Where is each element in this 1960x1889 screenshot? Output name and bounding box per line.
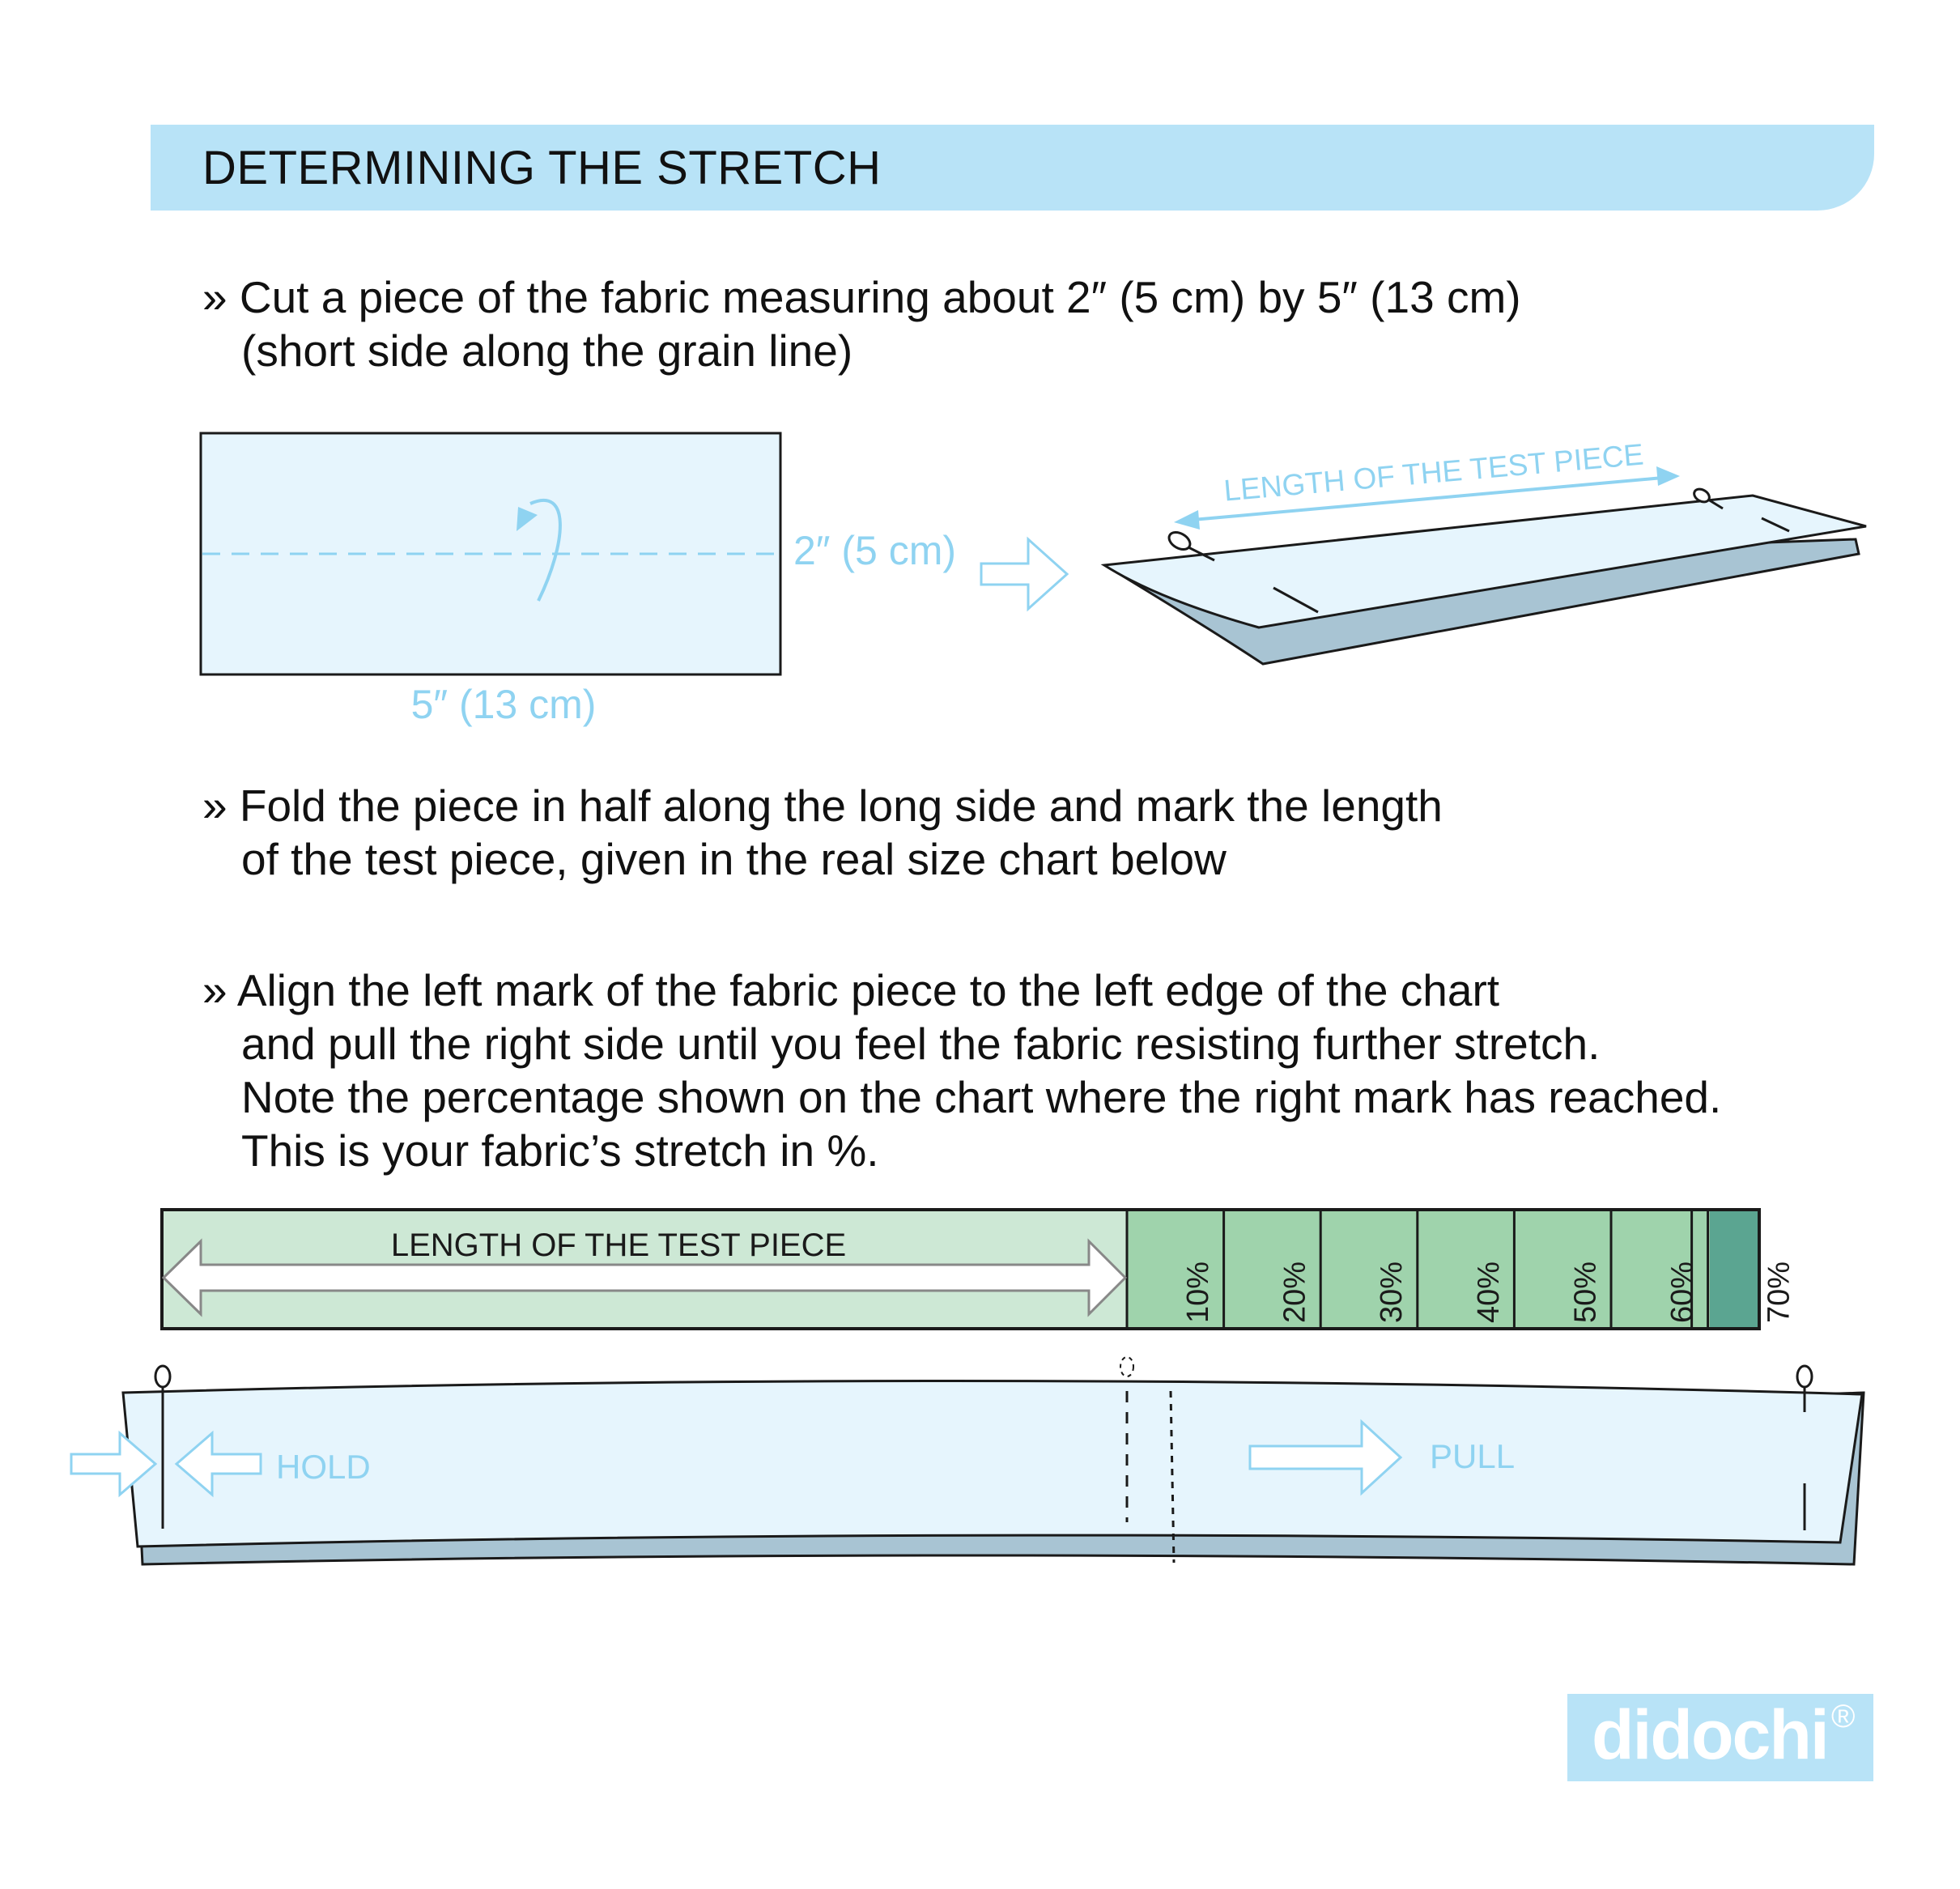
instruction-fold: » Fold the piece in half along the long … [202,779,1443,886]
percent-label: 40% [1472,1261,1506,1323]
stretched-mark-dotted [1169,1390,1176,1564]
instruction-line: » Fold the piece in half along the long … [202,781,1443,831]
hold-label: HOLD [276,1448,371,1486]
percent-label: 10% [1181,1261,1215,1323]
double-arrow-icon [161,1238,1128,1317]
brand-logo: didochi ® [1567,1694,1873,1781]
chart-dividers [1125,1210,1710,1329]
instruction-line: This is your fabric’s stretch in %. [241,1125,879,1176]
fold-arrowhead-icon [517,507,538,531]
pin-outline-icon [1120,1356,1134,1377]
percent-label: 60% [1665,1261,1699,1323]
chart-max-band [1710,1210,1758,1330]
chart-length-label: LENGTH OF THE TEST PIECE [391,1227,846,1263]
length-arrow-line [1183,476,1664,522]
instruction-cut: » Cut a piece of the fabric measuring ab… [202,270,1521,377]
pull-arrow-icon [1248,1419,1403,1496]
section-title: DETERMINING THE STRETCH [202,142,882,194]
section-header: DETERMINING THE STRETCH [151,125,1874,211]
percent-label: 20% [1278,1261,1312,1323]
arrowhead-right-icon [1656,466,1680,486]
chart-percent-labels: 10% 20% 30% 40% 50% 60% 70% [1181,1261,1796,1323]
pin-icon [1167,531,1192,551]
chart-percent-band [1127,1210,1758,1330]
right-mark [1761,517,1790,533]
pin-shaft [1188,546,1215,562]
height-label: 2″ (5 cm) [793,528,956,573]
instruction-line: » Align the left mark of the fabric piec… [202,965,1500,1015]
left-mark [1273,586,1319,614]
instruction-line: Note the percentage shown on the chart w… [241,1072,1722,1122]
stretched-fabric-front [121,1379,1864,1548]
instruction-line: (short side along the grain line) [241,325,853,376]
pin-shaft [1707,498,1724,510]
stretched-fabric: HOLD PULL [70,1356,1865,1566]
folded-piece-front [1100,494,1867,629]
pin-icon [1796,1364,1813,1389]
instruction-line: and pull the right side until you feel t… [241,1019,1601,1069]
width-label: 5″ (13 cm) [411,682,597,727]
brand-name: didochi [1592,1696,1830,1774]
fabric-piece: 2″ (5 cm) 5″ (13 cm) [199,432,956,727]
fabric-rectangle [199,432,782,676]
percent-label: 50% [1568,1261,1602,1323]
folded-piece: LENGTH OF THE TEST PIECE [1100,437,1867,666]
instruction-line: » Cut a piece of the fabric measuring ab… [202,272,1521,322]
pull-label: PULL [1430,1437,1515,1475]
percent-label: 30% [1375,1261,1409,1323]
stretch-chart: 10% 20% 30% 40% 50% 60% 70% LENGTH OF THE TEST… [160,1208,1796,1330]
hold-arrow-in-icon [70,1430,158,1498]
fold-arrow-icon [529,498,562,602]
next-arrow-icon [980,536,1069,612]
hold-arrow-out-icon [174,1430,262,1498]
registered-mark: ® [1831,1699,1856,1734]
instruction-align: » Align the left mark of the fabric piec… [202,964,1721,1177]
pin-icon [154,1364,172,1389]
percent-label: 70% [1762,1261,1796,1323]
arrowhead-left-icon [1174,510,1200,530]
instruction-line: of the test piece, given in the real siz… [241,834,1227,884]
